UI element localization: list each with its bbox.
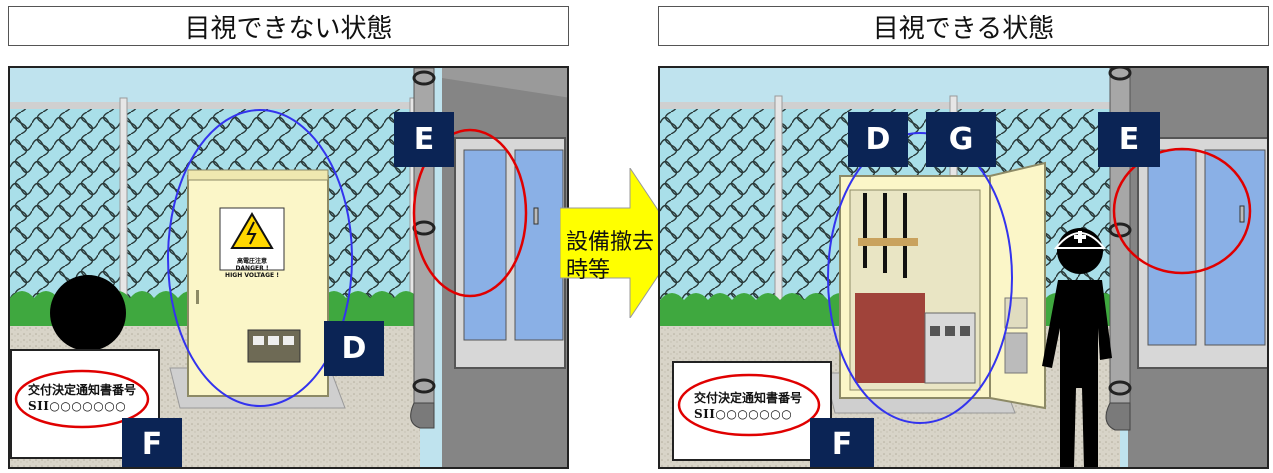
- label-d-right: D: [848, 112, 908, 167]
- label-f-right: F: [810, 418, 874, 467]
- sign-red-circle: [14, 369, 150, 429]
- label-e-left: E: [394, 112, 454, 167]
- label-d-left: D: [324, 321, 384, 376]
- right-sign-line-2: SII○○○○○○○: [694, 407, 793, 421]
- arrow-line-1: 設備撤去: [566, 230, 655, 255]
- arrow-line-2: 時等: [566, 258, 611, 283]
- right-sign-line-1: 交付決定通知書番号: [694, 391, 803, 405]
- label-f-left: F: [122, 418, 182, 467]
- label-g-right: G: [926, 112, 996, 167]
- left-scene-panel: 高電圧注意 DANGER ! HIGH VOLTAGE ! 交付決定通知書番号 …: [8, 66, 569, 469]
- right-scene-panel: 交付決定通知書番号 SII○○○○○○○ D G E F: [658, 66, 1269, 469]
- right-title: 目視できる状態: [658, 6, 1269, 46]
- warning-line-2: DANGER !: [235, 265, 269, 272]
- right-id-sign: 交付決定通知書番号 SII○○○○○○○: [672, 361, 832, 461]
- warning-line-1: 高電圧注意: [236, 258, 267, 265]
- arrow-label: 設備撤去 時等: [566, 229, 654, 285]
- warning-line-3: HIGH VOLTAGE !: [225, 272, 279, 279]
- transition-arrow: [560, 168, 680, 318]
- warning-text: 高電圧注意 DANGER ! HIGH VOLTAGE !: [222, 258, 282, 279]
- left-title: 目視できない状態: [8, 6, 569, 46]
- sign-line-2: SII○○○○○○○: [28, 399, 127, 413]
- sign-line-1: 交付決定通知書番号: [28, 383, 137, 397]
- right-sign-red-circle: [677, 373, 821, 437]
- label-e-right: E: [1098, 112, 1160, 167]
